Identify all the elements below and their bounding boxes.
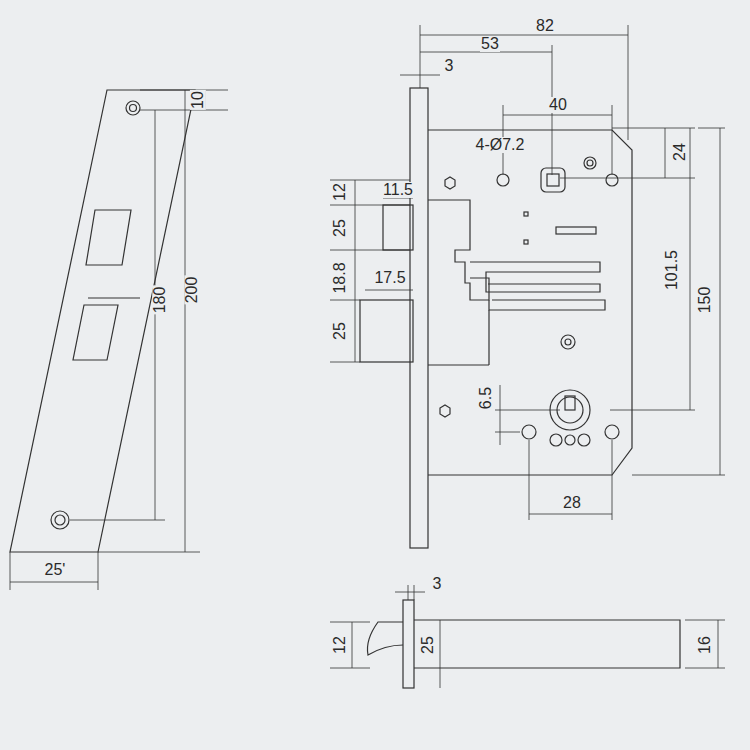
dimension-label: 25 (420, 635, 436, 655)
dimension-label: 3 (444, 58, 455, 74)
strike-plate (10, 90, 228, 590)
dimension-label: 16 (697, 635, 713, 655)
dimension-label: 40 (548, 97, 568, 113)
dimension-label: 6.5 (478, 386, 494, 410)
dimension-label: 18.8 (332, 261, 348, 294)
lock-body (330, 25, 725, 548)
dimension-label: 17.5 (373, 270, 406, 286)
dimension-label: 25 (332, 321, 348, 341)
dimension-label: 11.5 (382, 182, 414, 198)
dimension-label: 10 (190, 90, 206, 110)
dimension-label: 12 (332, 635, 348, 655)
dimension-label: 101.5 (664, 249, 680, 291)
dimension-label: 24 (672, 142, 688, 162)
dimension-label: 53 (480, 36, 500, 52)
dimension-label: 3 (432, 576, 443, 592)
dimension-label: 82 (535, 18, 555, 34)
dimension-label: 25 (332, 218, 348, 238)
dimension-label: 150 (697, 286, 713, 315)
dimension-label: 4-Ø7.2 (475, 137, 526, 153)
dimension-label: 180 (152, 286, 168, 315)
latch-bolt (330, 585, 725, 688)
dimension-label: 25' (44, 562, 67, 578)
dimension-label: 12 (332, 182, 348, 202)
dimension-label: 28 (562, 495, 582, 511)
dimension-label: 200 (184, 276, 200, 305)
